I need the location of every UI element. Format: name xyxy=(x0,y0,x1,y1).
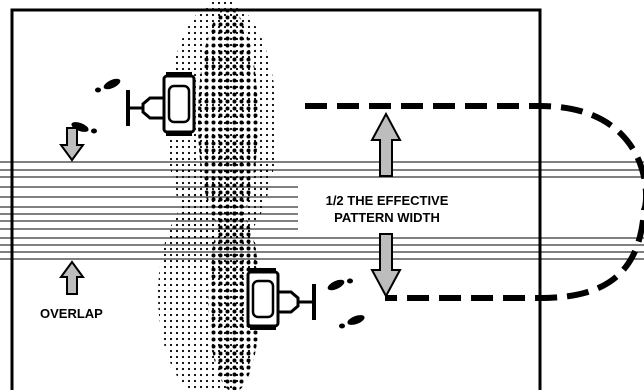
pattern-width-label: 1/2 THE EFFECTIVE PATTERN WIDTH xyxy=(292,192,482,226)
swath-lines xyxy=(0,161,644,260)
up-arrow-icon xyxy=(59,260,85,295)
sprayer-unit-icon xyxy=(246,268,316,330)
overlap-label: OVERLAP xyxy=(40,306,103,321)
pattern-width-line2: PATTERN WIDTH xyxy=(334,210,440,225)
up-arrow-icon xyxy=(370,111,402,177)
sprayer-unit-icon xyxy=(126,72,196,136)
lower-spray-core xyxy=(208,208,260,390)
upper-spray-core xyxy=(198,8,258,232)
footprint-icon xyxy=(71,78,365,329)
field-boundary xyxy=(10,8,542,390)
travel-path xyxy=(305,103,644,301)
down-arrow-icon xyxy=(59,127,85,162)
down-arrow-icon xyxy=(370,233,402,299)
pattern-width-line1: 1/2 THE EFFECTIVE xyxy=(325,193,449,208)
